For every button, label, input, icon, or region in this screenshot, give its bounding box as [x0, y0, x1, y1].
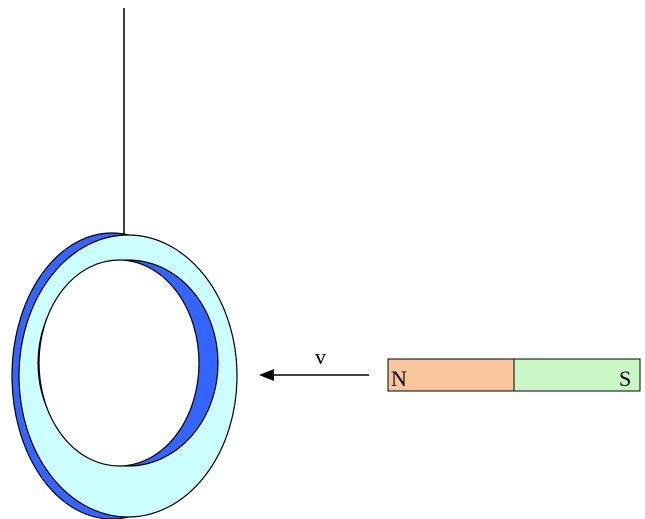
velocity-label: v: [315, 344, 326, 369]
velocity-arrowhead: [259, 369, 274, 381]
magnet-north-label: N: [391, 366, 407, 391]
magnet-north-pole: [387, 358, 515, 392]
ring-hole: [38, 259, 200, 467]
magnet-south-pole: [513, 358, 641, 392]
magnet-south-label: S: [619, 366, 631, 391]
